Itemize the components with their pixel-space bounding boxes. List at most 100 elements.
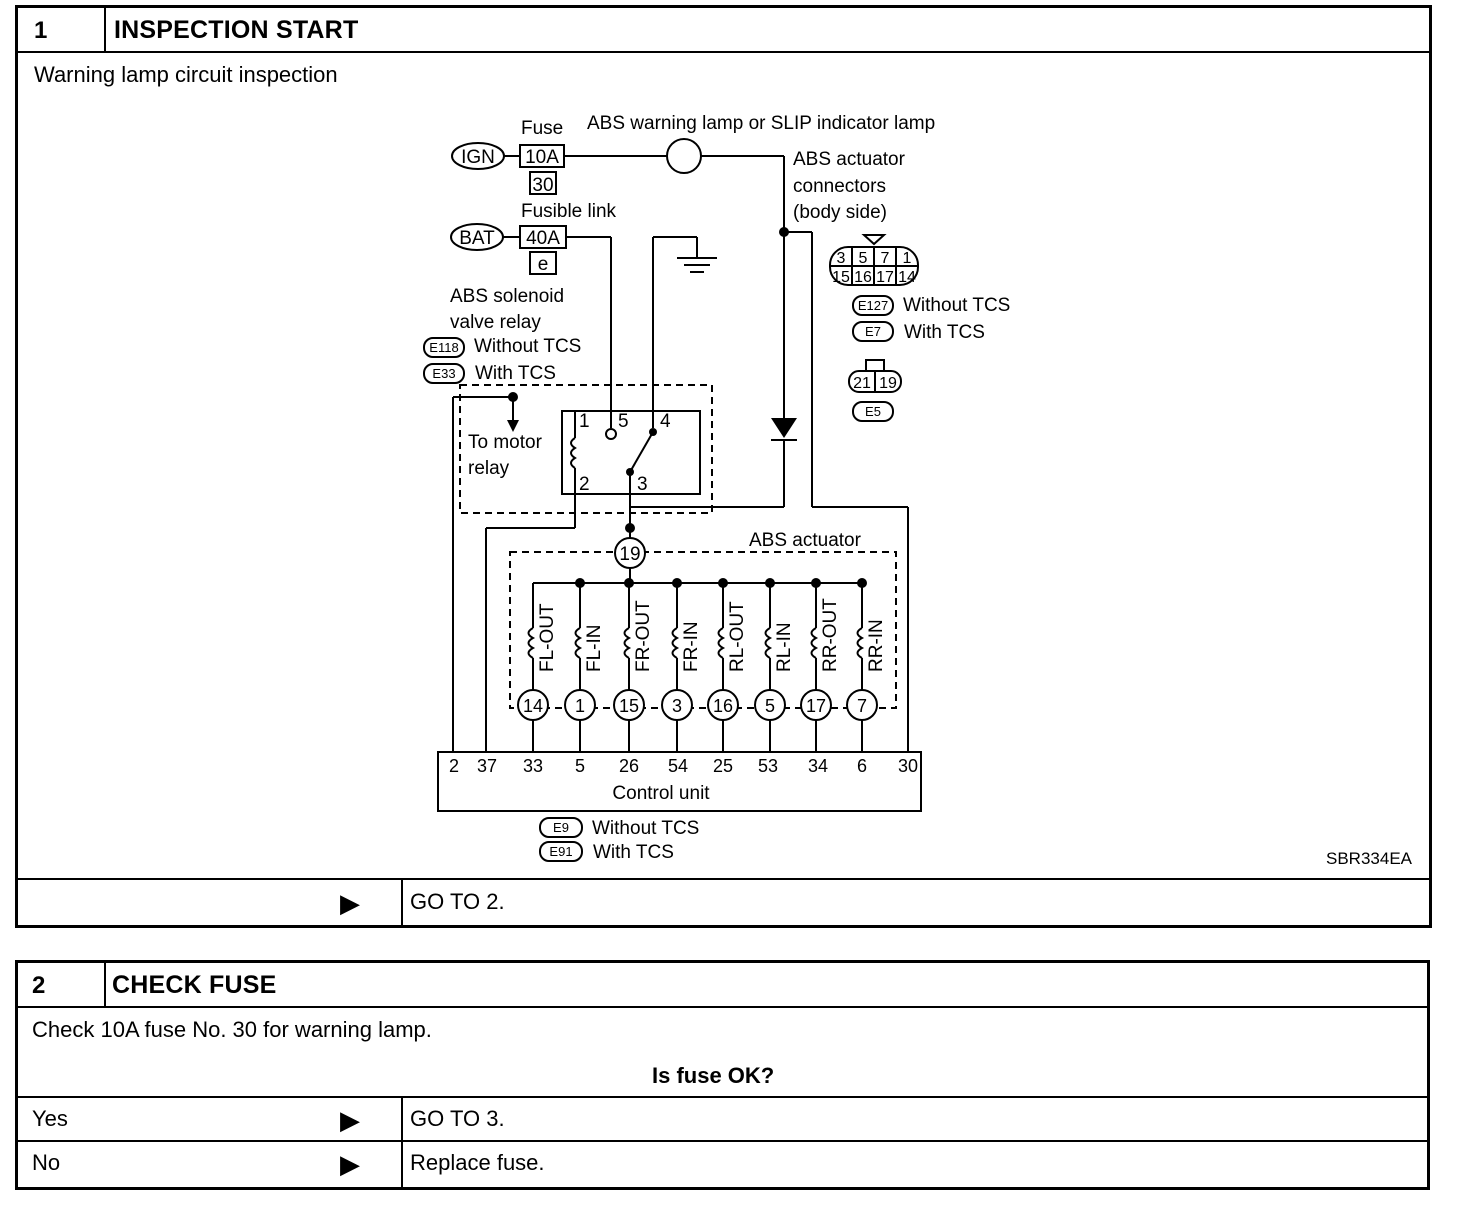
- control-unit-pin: 25: [713, 756, 733, 776]
- link-rating: 40A: [526, 228, 560, 249]
- step2-col-divider: [401, 1097, 403, 1188]
- valve-name-label: FL-OUT: [537, 603, 558, 672]
- valve-name-label: FR-IN: [681, 621, 702, 672]
- fusible-link-label: Fusible link: [521, 201, 617, 222]
- valve-8: 7 RR-IN: [846, 578, 887, 752]
- relay-dashed-box: [459, 384, 713, 514]
- lamp-label: ABS warning lamp or SLIP indicator lamp: [587, 113, 935, 134]
- valve-name-label: RR-OUT: [820, 598, 841, 672]
- control-unit-pin: 30: [898, 756, 918, 776]
- actuator-conn-label-1: ABS actuator: [793, 149, 906, 170]
- relay-pin-1: 1: [579, 411, 590, 432]
- step1-footer-divider: [17, 878, 1430, 880]
- step2-table: [15, 960, 1430, 1190]
- valve-1: 14 FL-OUT: [517, 583, 558, 752]
- conn-pin-5: 5: [859, 250, 868, 267]
- valve-pin-label: 17: [806, 696, 826, 716]
- valve-name-label: FL-IN: [584, 625, 605, 673]
- valve-pin-label: 14: [523, 696, 543, 716]
- valve-6: 5 RL-IN: [754, 578, 795, 752]
- fusible-link-code: [529, 251, 557, 275]
- step2-number: 2: [32, 972, 46, 999]
- e9-without-tcs: Without TCS: [592, 818, 699, 839]
- valve-pin-label: 7: [857, 696, 867, 716]
- e91-with-tcs: With TCS: [593, 842, 674, 863]
- e7-with-tcs: With TCS: [904, 322, 985, 343]
- conn-pin-21: 21: [853, 375, 871, 392]
- control-unit-pin: 6: [857, 756, 867, 776]
- to-motor-label-2: relay: [468, 458, 510, 479]
- conn-pin-1: 1: [903, 250, 912, 267]
- actuator-conn-label-3: (body side): [793, 202, 887, 223]
- step1-description: Warning lamp circuit inspection: [34, 62, 338, 87]
- yes-result[interactable]: GO TO 3.: [410, 1106, 505, 1131]
- relay-pin-3: 3: [637, 474, 648, 495]
- fuse-no: 30: [532, 175, 553, 196]
- conn-pin-15: 15: [832, 269, 850, 286]
- conn-e91: E91: [549, 844, 572, 859]
- no-result[interactable]: Replace fuse.: [410, 1150, 545, 1175]
- valve-2: 1FL-IN: [564, 578, 605, 752]
- bat-label: BAT: [459, 228, 495, 249]
- relay-with-tcs: With TCS: [475, 363, 556, 384]
- conn-e33: E33: [432, 366, 455, 381]
- control-unit-label: Control unit: [612, 783, 710, 804]
- valve-name-label: FR-OUT: [633, 600, 654, 672]
- step1-title: INSPECTION START: [114, 16, 359, 44]
- control-unit-pin: 53: [758, 756, 778, 776]
- step1-number: 1: [34, 17, 48, 44]
- conn-pin-19: 19: [879, 375, 897, 392]
- relay-label-1: ABS solenoid: [450, 286, 564, 307]
- valve-name-label: RL-IN: [774, 622, 795, 672]
- valve-pin-label: 16: [713, 696, 733, 716]
- conn-pin-14: 14: [898, 269, 916, 286]
- valve-pin-label: 5: [765, 696, 775, 716]
- wiring-diagram: 14FL-OUT1FL-IN15FR-OUT3FR-IN16RL-OUT5RL-…: [423, 113, 1413, 868]
- control-unit-box: [437, 751, 922, 812]
- valve-7: 17 RR-OUT: [800, 578, 841, 752]
- valve-4: 3 FR-IN: [661, 578, 702, 752]
- valve-name-label: RL-OUT: [727, 601, 748, 672]
- step1-arrow-icon: ▶: [340, 888, 360, 918]
- step1-table: [15, 5, 1432, 928]
- link-code: e: [538, 254, 549, 275]
- control-unit-pin: 2: [449, 756, 459, 776]
- conn-pin-16: 16: [854, 269, 872, 286]
- conn-e7: E7: [865, 324, 881, 339]
- conn-e9: E9: [553, 820, 569, 835]
- valve-pin-label: 3: [672, 696, 682, 716]
- step1-header-divider: [17, 51, 1430, 53]
- ign-label: IGN: [461, 147, 495, 168]
- step2-number-divider: [104, 962, 106, 1007]
- node-19-label: 19: [619, 544, 640, 565]
- warning-lamp-icon: [666, 138, 702, 174]
- abs-actuator-label: ABS actuator: [749, 530, 862, 551]
- step2-yes-divider: [17, 1096, 1428, 1098]
- conn-pin-3: 3: [837, 250, 846, 267]
- step1-result[interactable]: GO TO 2.: [410, 889, 505, 914]
- step2-question: Is fuse OK?: [652, 1063, 775, 1088]
- control-unit-pin: 37: [477, 756, 497, 776]
- control-unit-pin: 34: [808, 756, 828, 776]
- relay-pin-2: 2: [579, 474, 590, 495]
- conn-pin-7: 7: [881, 250, 890, 267]
- relay-pin-4: 4: [660, 411, 671, 432]
- e127-without-tcs: Without TCS: [903, 295, 1010, 316]
- control-unit-pin: 33: [523, 756, 543, 776]
- relay-pin-5: 5: [618, 411, 629, 432]
- yes-arrow-icon: ▶: [340, 1105, 360, 1135]
- abs-actuator-box: [509, 551, 897, 709]
- valve-name-label: RR-IN: [866, 619, 887, 672]
- conn-e127: E127: [858, 298, 888, 313]
- fuse-label: Fuse: [521, 118, 563, 139]
- step1-number-divider: [104, 7, 106, 52]
- figure-code: SBR334EA: [1326, 849, 1413, 868]
- step2-header-divider: [17, 1006, 1428, 1008]
- actuator-conn-label-2: connectors: [793, 176, 886, 197]
- control-unit-pin: 54: [668, 756, 688, 776]
- yes-label: Yes: [32, 1106, 68, 1131]
- valve-5: 16 RL-OUT: [707, 578, 748, 752]
- relay-label-2: valve relay: [450, 312, 541, 333]
- no-label: No: [32, 1150, 61, 1175]
